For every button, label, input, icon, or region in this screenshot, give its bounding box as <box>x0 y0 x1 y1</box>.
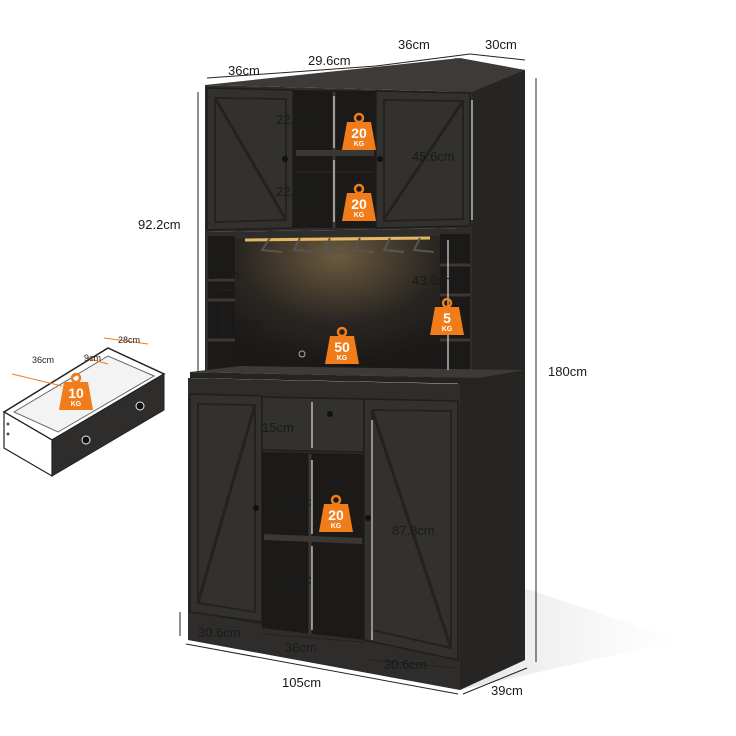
weight-icon <box>325 326 359 364</box>
lower-door-height-label: 87.8cm <box>392 523 435 538</box>
right-open-height-label: 43.6cm <box>412 273 455 288</box>
middle-width-label: 36cm <box>285 640 317 655</box>
load-badge-value: 20 <box>328 507 344 523</box>
weight-icon <box>319 494 353 532</box>
total-width-label: 105cm <box>282 675 322 690</box>
load-badge-lower-shelf: 20 KG <box>316 494 356 534</box>
top-middle-width-label: 29.6cm <box>308 53 351 68</box>
upper-height-label: 92.2cm <box>138 217 181 232</box>
inner-dimension-lines <box>311 96 473 640</box>
upper-left-door <box>206 87 294 231</box>
cabinet-top <box>205 58 525 92</box>
weight-icon <box>342 183 376 221</box>
load-badge-value: 10 <box>68 385 84 401</box>
load-badge-unit: KG <box>353 141 365 148</box>
load-badge-unit: KG <box>70 401 82 408</box>
load-badge-right-cubby: 5 KG <box>427 297 467 337</box>
right-door-width-label: 30.6cm <box>384 657 427 672</box>
load-badge-lit-section: 50 KG <box>322 326 362 366</box>
drawer-inset-height-label: 9cm <box>84 353 102 363</box>
total-height-label: 180cm <box>548 364 588 379</box>
load-badge-value: 50 <box>334 339 350 355</box>
lower-shelf-2-label: 20.2cm <box>280 572 323 587</box>
upper-shelf-2-label: 22.2cm <box>276 184 319 199</box>
upper-shelf-1-label: 22.2cm <box>276 112 319 127</box>
load-badge-upper-shelf-1: 20 KG <box>339 112 379 152</box>
load-badge-unit: KG <box>441 326 453 333</box>
counter-edge <box>190 372 478 384</box>
load-badge-value: 5 <box>443 310 451 326</box>
top-right-width-label: 36cm <box>398 37 430 52</box>
load-badge-unit: KG <box>336 355 348 362</box>
dimension-lines <box>179 53 537 695</box>
weight-icon <box>59 372 93 410</box>
load-badge-value: 20 <box>351 125 367 141</box>
lower-middle-shelves <box>262 452 364 640</box>
left-cubby-width-label: 10cm <box>208 267 240 282</box>
load-badge-drawer: 10 KG <box>56 372 96 412</box>
total-depth-label: 39cm <box>491 683 523 698</box>
load-badge-value: 20 <box>351 196 367 212</box>
weight-icon <box>430 297 464 335</box>
load-badge-unit: KG <box>353 212 365 219</box>
weight-icon <box>342 112 376 150</box>
load-badge-upper-shelf-2: 20 KG <box>339 183 379 223</box>
lit-open-section <box>205 228 472 378</box>
drawer-inset-depth-label: 28cm <box>118 335 141 345</box>
counter-top <box>190 366 525 378</box>
top-depth-label: 30cm <box>485 37 517 52</box>
lower-left-door <box>189 393 263 623</box>
drawer-inset-width-label: 36cm <box>32 355 55 365</box>
load-badge-unit: KG <box>330 523 342 530</box>
drawer-height-label: 15cm <box>262 420 294 435</box>
upper-door-height-label: 45.6cm <box>412 149 455 164</box>
lower-right-door <box>363 398 459 661</box>
left-cubby-height-label: 10cm <box>230 316 262 331</box>
top-left-width-label: 36cm <box>228 63 260 78</box>
upper-right-door <box>375 90 471 229</box>
left-door-width-label: 30.6cm <box>198 625 241 640</box>
lower-shelf-1-label: 21.6cm <box>280 494 323 509</box>
